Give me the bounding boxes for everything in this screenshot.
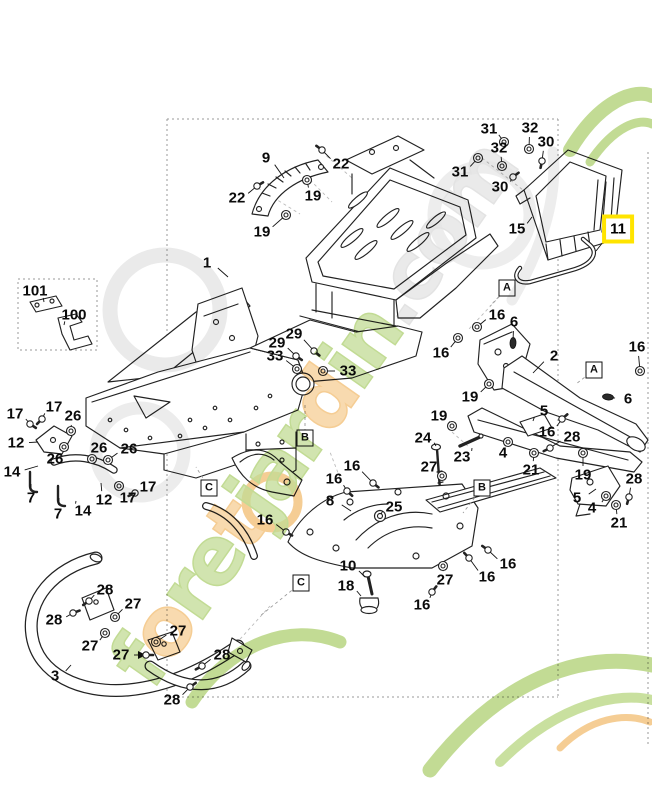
diagram-border — [17, 118, 649, 745]
